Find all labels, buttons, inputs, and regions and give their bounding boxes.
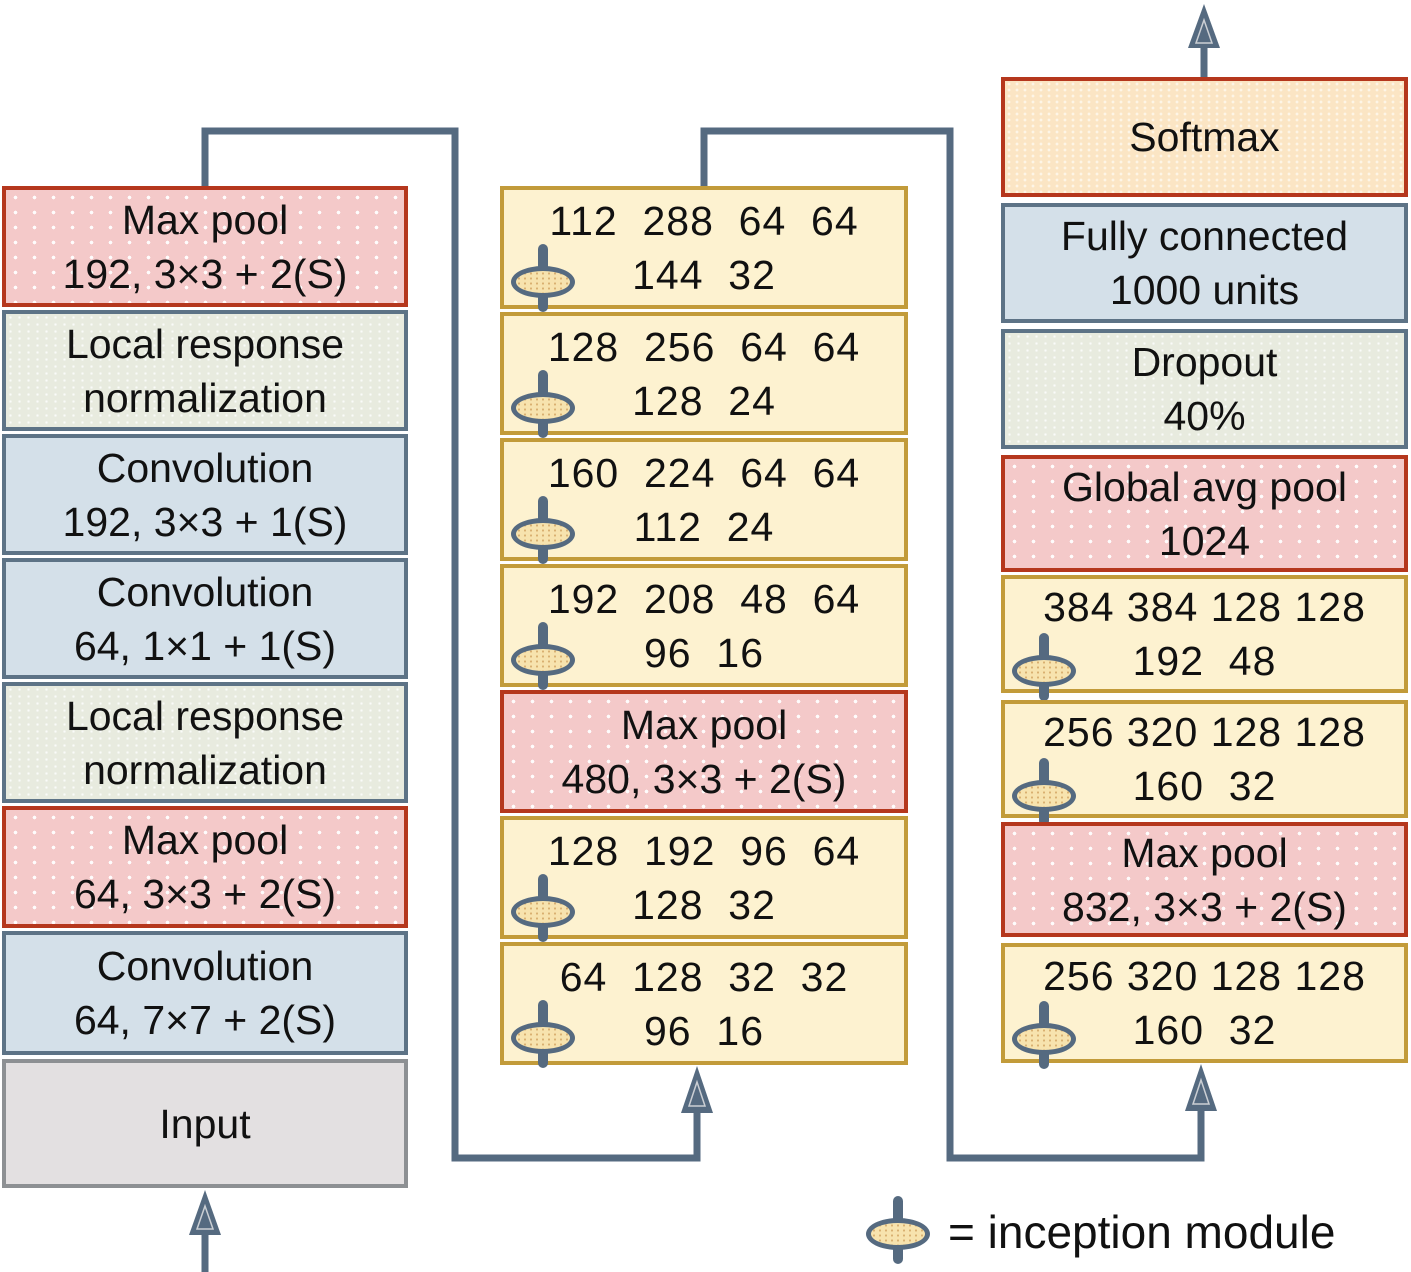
inception-channels-row1: 256 320 128 128 bbox=[1043, 953, 1366, 999]
layer-params: 1024 bbox=[1158, 517, 1251, 564]
layer-params: 192, 3×3 + 1(S) bbox=[62, 498, 348, 545]
inception-module-box: 64 128 32 32 96 16 bbox=[500, 942, 908, 1068]
icon-disk bbox=[511, 644, 575, 676]
output-arrowhead bbox=[1188, 4, 1220, 48]
inception-channels-row2: 128 32 bbox=[632, 881, 776, 928]
layer-max-pool-832: Max pool 832, 3×3 + 2(S) bbox=[1001, 822, 1408, 937]
inception-module-icon bbox=[511, 244, 575, 312]
layer-label: Max pool bbox=[121, 817, 289, 863]
icon-disk bbox=[866, 1218, 930, 1250]
layer-label: normalization bbox=[83, 746, 327, 793]
layer-label: Convolution bbox=[96, 444, 314, 491]
inception-channels-row1: 128 256 64 64 bbox=[547, 323, 861, 370]
inception-channels-row1: 256 320 128 128 bbox=[1043, 709, 1366, 755]
layer-params: 40% bbox=[1163, 393, 1246, 439]
inception-module-box: 192 208 48 64 96 16 bbox=[500, 564, 908, 690]
inception-module-icon bbox=[1012, 758, 1076, 826]
layer-params: 64, 7×7 + 2(S) bbox=[73, 997, 337, 1043]
arrowhead-into-right-column bbox=[1185, 1064, 1217, 1111]
legend-label: = inception module bbox=[948, 1206, 1336, 1258]
layer-local-response-normalization: Local response normalization bbox=[2, 310, 408, 431]
layer-convolution-192: Convolution 192, 3×3 + 1(S) bbox=[2, 434, 408, 555]
layer-label: Global avg pool bbox=[1062, 463, 1347, 510]
inception-module-icon bbox=[511, 874, 575, 942]
icon-disk bbox=[1012, 780, 1076, 812]
inception-channels-row1: 64 128 32 32 bbox=[559, 953, 849, 1000]
inception-channels-row2: 128 24 bbox=[632, 377, 776, 424]
inception-module-box: 128 256 64 64 128 24 bbox=[500, 312, 908, 438]
layer-label: Local response bbox=[65, 692, 345, 739]
inception-channels-row1: 128 192 96 64 bbox=[547, 827, 861, 874]
layer-max-pool-64: Max pool 64, 3×3 + 2(S) bbox=[2, 806, 408, 928]
layer-label: Fully connected bbox=[1060, 213, 1349, 259]
inception-channels-row2: 160 32 bbox=[1132, 763, 1277, 809]
layer-label: Convolution bbox=[96, 568, 314, 615]
inception-module-box: 256 320 128 128 160 32 bbox=[1001, 700, 1408, 826]
inception-module-box: 112 288 64 64 144 32 bbox=[500, 186, 908, 312]
layer-params: 192, 3×3 + 2(S) bbox=[62, 250, 348, 297]
inception-channels-row1: 192 208 48 64 bbox=[547, 575, 861, 622]
inception-module-box: 384 384 128 128 192 48 bbox=[1001, 575, 1408, 701]
input-arrowhead bbox=[189, 1190, 221, 1235]
inception-channels-row2: 96 16 bbox=[644, 629, 764, 676]
layer-params: 1000 units bbox=[1109, 267, 1300, 313]
arrowhead-into-middle-column bbox=[681, 1066, 713, 1113]
icon-disk bbox=[511, 1022, 575, 1054]
icon-disk bbox=[1012, 655, 1076, 687]
icon-disk bbox=[511, 392, 575, 424]
arrowhead-inner-detail bbox=[687, 1079, 707, 1107]
inception-channels-row2: 144 32 bbox=[632, 251, 776, 298]
layer-label: Softmax bbox=[1129, 114, 1280, 160]
layer-convolution-64-7x7: Convolution 64, 7×7 + 2(S) bbox=[2, 931, 408, 1055]
inception-module-box: 160 224 64 64 112 24 bbox=[500, 438, 908, 564]
layer-convolution-64-1x1: Convolution 64, 1×1 + 1(S) bbox=[2, 558, 408, 679]
icon-disk bbox=[511, 518, 575, 550]
layer-label: Max pool bbox=[1121, 829, 1288, 876]
layer-global-avg-pool: Global avg pool 1024 bbox=[1001, 455, 1408, 572]
layer-label: normalization bbox=[83, 374, 327, 421]
connector-middle-to-right bbox=[700, 127, 1205, 1162]
icon-disk bbox=[511, 896, 575, 928]
layer-params: 480, 3×3 + 2(S) bbox=[561, 755, 847, 802]
inception-module-icon bbox=[511, 370, 575, 438]
layer-label: Local response bbox=[65, 320, 345, 367]
layer-label: Max pool bbox=[121, 196, 289, 243]
inception-module-icon bbox=[511, 1000, 575, 1068]
layer-max-pool-480: Max pool 480, 3×3 + 2(S) bbox=[500, 690, 908, 813]
layer-softmax: Softmax bbox=[1001, 77, 1408, 197]
inception-channels-row1: 160 224 64 64 bbox=[547, 449, 861, 496]
icon-disk bbox=[511, 266, 575, 298]
inception-channels-row2: 192 48 bbox=[1132, 638, 1277, 684]
layer-label: Max pool bbox=[620, 701, 788, 748]
inception-module-icon bbox=[866, 1196, 930, 1264]
inception-module-icon bbox=[1012, 1001, 1076, 1069]
inception-channels-row2: 112 24 bbox=[633, 503, 775, 550]
inception-module-icon bbox=[511, 496, 575, 564]
layer-local-response-normalization: Local response normalization bbox=[2, 682, 408, 803]
layer-label: Convolution bbox=[96, 943, 314, 989]
inception-channels-row1: 384 384 128 128 bbox=[1043, 584, 1366, 630]
layer-params: 64, 3×3 + 2(S) bbox=[73, 871, 337, 917]
inception-module-icon bbox=[1012, 633, 1076, 701]
arrowhead-inner-detail bbox=[1191, 1077, 1211, 1105]
connector-left-to-middle bbox=[201, 127, 701, 1162]
layer-label: Input bbox=[159, 1100, 251, 1147]
inception-module-box: 128 192 96 64 128 32 bbox=[500, 816, 908, 942]
layer-params: 832, 3×3 + 2(S) bbox=[1062, 883, 1347, 930]
inception-module-icon bbox=[511, 622, 575, 690]
arrowhead-inner-detail bbox=[195, 1203, 215, 1230]
arrowhead-inner-detail bbox=[1194, 17, 1214, 44]
inception-channels-row1: 112 288 64 64 bbox=[549, 197, 859, 244]
layer-dropout: Dropout 40% bbox=[1001, 329, 1408, 449]
inception-module-box: 256 320 128 128 160 32 bbox=[1001, 943, 1408, 1069]
icon-disk bbox=[1012, 1023, 1076, 1055]
layer-input: Input bbox=[2, 1059, 408, 1188]
layer-label: Dropout bbox=[1131, 339, 1278, 385]
layer-fully-connected: Fully connected 1000 units bbox=[1001, 203, 1408, 323]
inception-channels-row2: 160 32 bbox=[1132, 1007, 1277, 1053]
inception-channels-row2: 96 16 bbox=[644, 1007, 764, 1054]
layer-params: 64, 1×1 + 1(S) bbox=[73, 622, 337, 669]
layer-max-pool-192: Max pool 192, 3×3 + 2(S) bbox=[2, 186, 408, 307]
